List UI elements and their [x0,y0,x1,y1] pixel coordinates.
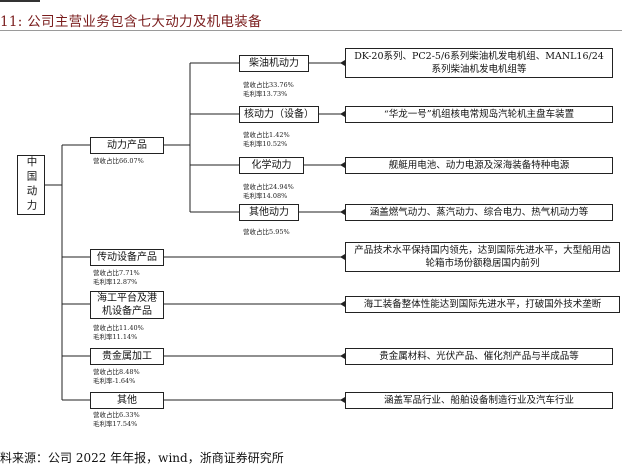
gross-margin: 毛利率-1.64% [93,377,136,385]
revenue-share: 营收占比7.71% [93,269,140,277]
figure-title: 11: 公司主营业务包含七大动力及机电装备 [0,14,262,30]
node-diesel: 柴油机动力 [239,55,309,72]
revenue-share: 营收占比8.48% [93,368,140,376]
stat-other-power: 营收占比5.95% [243,228,290,237]
stat-nuclear: 营收占比1.42% 毛利率10.52% [243,131,290,149]
node-label: 核动力（设备） [244,109,314,120]
node-others: 其他 [90,392,164,409]
node-label: 柴油机动力 [249,58,299,69]
node-label: 其他动力 [249,207,289,218]
stat-offshore: 营收占比11.40% 毛利率11.14% [93,324,144,342]
node-chemical: 化学动力 [239,157,304,174]
stat-diesel: 营收占比33.76% 毛利率13.73% [243,81,294,99]
gross-margin: 毛利率14.08% [243,192,288,200]
gross-margin: 毛利率17.54% [93,420,138,428]
revenue-share: 营收占比6.33% [93,411,140,419]
source-note: 料来源：公司 2022 年年报，wind，浙商证券研究所 [0,451,284,465]
desc-diesel: DK-20系列、PC2-5/6系列柴油机发电机组、MANL16/24系列柴油机发… [345,48,613,78]
desc-others: 涵盖军品行业、船舶设备制造行业及汽车行业 [345,392,613,409]
revenue-share: 营收占比1.42% [243,131,290,139]
node-other-power: 其他动力 [239,204,299,221]
root-node: 中国动力 [17,155,45,215]
stat-power-products: 营收占比66.07% [93,157,144,166]
node-label: 动力产品 [107,140,147,151]
stat-others: 营收占比6.33% 毛利率17.54% [93,411,140,429]
node-label: 传动设备产品 [97,252,157,263]
desc-offshore: 海工装备整体性能达到国际先进水平，打破国外技术垄断 [345,296,620,313]
root-label: 中国动力 [25,156,38,214]
node-precious-metal: 贵金属加工 [90,348,164,365]
node-offshore: 海工平台及港机设备产品 [90,291,164,319]
node-label: 其他 [117,395,137,406]
desc-chemical: 舰艇用电池、动力电源及深海装备特种电源 [345,157,613,174]
node-label: 海工平台及港机设备产品 [97,293,157,317]
revenue-share: 营收占比11.40% [93,324,144,332]
revenue-share: 营收占比5.95% [243,228,290,236]
gross-margin: 毛利率10.52% [243,140,288,148]
title-divider [0,30,622,31]
gross-margin: 毛利率11.14% [93,333,138,341]
desc-nuclear: “华龙一号”机组核电常规岛汽轮机主盘车装置 [345,106,613,123]
revenue-share: 营收占比33.76% [243,81,294,89]
revenue-share: 营收占比66.07% [93,157,144,165]
revenue-share: 营收占比24.94% [243,183,294,191]
node-label: 贵金属加工 [102,351,152,362]
stat-transmission: 营收占比7.71% 毛利率12.87% [93,269,140,287]
node-power-products: 动力产品 [90,137,164,154]
node-nuclear: 核动力（设备） [239,106,319,123]
gross-margin: 毛利率12.87% [93,278,138,286]
stat-chemical: 营收占比24.94% 毛利率14.08% [243,183,294,201]
top-rule [0,0,40,2]
desc-other-power: 涵盖燃气动力、蒸汽动力、综合电力、热气机动力等 [345,204,613,221]
stat-precious-metal: 营收占比8.48% 毛利率-1.64% [93,368,140,386]
node-transmission: 传动设备产品 [90,249,164,266]
gross-margin: 毛利率13.73% [243,90,288,98]
node-label: 化学动力 [251,160,292,171]
desc-transmission: 产品技术水平保持国内领先，达到国际先进水平，大型船用齿轮箱市场份额稳居国内前列 [345,242,620,272]
desc-precious-metal: 贵金属材料、光伏产品、催化剂产品与半成品等 [345,348,613,365]
